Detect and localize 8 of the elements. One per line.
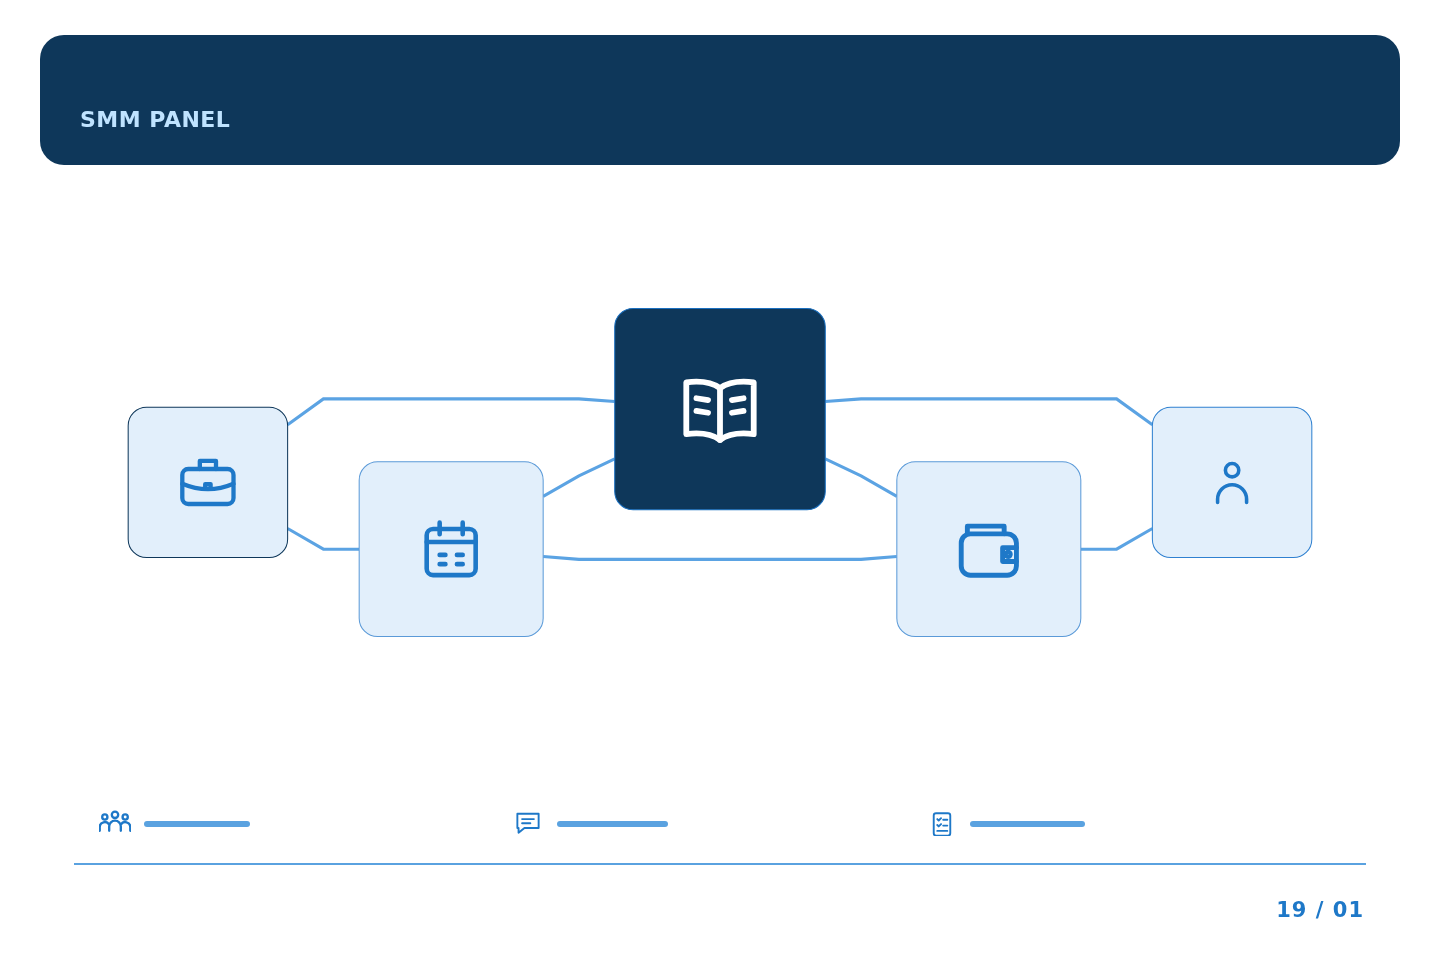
page-number: 19 / 01: [1276, 898, 1364, 922]
icon-tile: [614, 307, 826, 511]
icon-tile: [358, 461, 544, 638]
connector-line: [543, 555, 897, 561]
icon-tile: [127, 406, 289, 559]
icon-tile: [896, 461, 1082, 638]
diagram-title: SMM PANEL: [80, 107, 231, 132]
icon-tile: [1151, 406, 1313, 559]
